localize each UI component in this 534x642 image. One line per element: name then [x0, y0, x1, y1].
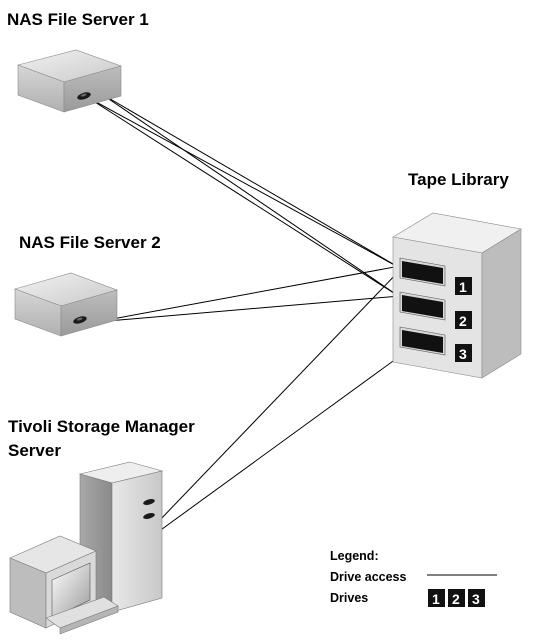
legend-drive-badge-1-text: 1 — [432, 591, 440, 607]
drive-badge-3 — [455, 344, 472, 362]
line-tsm-drive1 — [157, 269, 401, 523]
line-nas1-drive1b — [99, 92, 401, 269]
line-nas2-drive1 — [95, 265, 401, 323]
monitor-screen — [51, 562, 91, 619]
drive-access-lines — [86, 92, 401, 533]
drive-badge-3-text: 3 — [459, 346, 467, 362]
drive-slot-1 — [402, 261, 443, 284]
line-nas2-drive2 — [95, 295, 401, 323]
nas2-front — [60, 289, 118, 337]
tower-drive-icon — [143, 499, 155, 519]
line-tsm-drive3 — [157, 355, 401, 533]
keyboard-edge — [59, 605, 119, 635]
nas-file-server-2 — [14, 272, 118, 337]
tape-library-side — [481, 228, 522, 379]
nas1-front — [63, 65, 122, 113]
drive-slot-2 — [402, 295, 443, 318]
legend-drives-label: Drives — [330, 591, 368, 605]
line-nas1-drive2b — [99, 92, 401, 298]
legend-drive-badge-2 — [448, 589, 465, 607]
drive-badge-1-text: 1 — [459, 279, 467, 295]
legend-drive-badge-2-text: 2 — [452, 591, 460, 607]
drive-badge-2-text: 2 — [459, 313, 467, 329]
legend-drive-access-label: Drive access — [330, 570, 407, 584]
nas1-port-icon — [77, 92, 91, 100]
tower-front — [111, 470, 163, 613]
tape-library-label: Tape Library — [408, 170, 509, 189]
tape-library: 1 2 3 — [392, 212, 522, 379]
nas2-port-icon — [73, 316, 87, 324]
legend-drive-badge-3 — [468, 589, 485, 607]
line-nas1-drive1 — [86, 96, 401, 269]
tsm-label-line2: Server — [8, 441, 61, 460]
nas1-label: NAS File Server 1 — [7, 10, 149, 29]
nas2-label: NAS File Server 2 — [19, 233, 161, 252]
tsm-server-computer — [9, 461, 164, 635]
line-nas1-drive2 — [86, 96, 401, 298]
legend-drive-badge-3-text: 3 — [472, 591, 480, 607]
legend-drive-badge-1 — [428, 589, 445, 607]
drive-slot-3 — [402, 330, 443, 353]
drive-badge-1 — [455, 277, 472, 295]
nas-file-server-1 — [16, 49, 122, 113]
drive-badge-2 — [455, 311, 472, 329]
legend: Legend: Drive access Drives 1 2 3 — [330, 549, 497, 607]
tsm-label-line1: Tivoli Storage Manager — [8, 417, 195, 436]
legend-title: Legend: — [330, 549, 379, 563]
